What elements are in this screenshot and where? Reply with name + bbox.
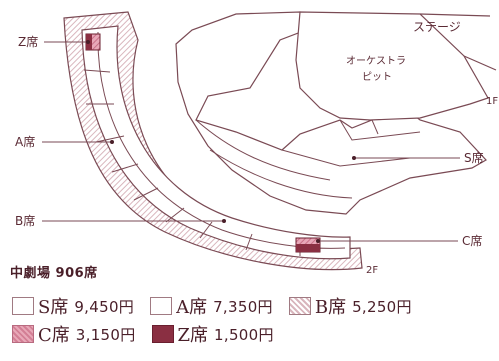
label-c-seat: C席	[462, 233, 482, 248]
leader-a-dot	[110, 140, 114, 144]
legend-price-a: 7,350円	[213, 297, 273, 316]
label-z-seat: Z席	[18, 34, 38, 49]
legend-name-a: A席	[176, 297, 208, 318]
balcony-band	[81, 25, 351, 260]
legend-item-z: Z席 1,500円	[151, 321, 274, 347]
balcony-outer-shell	[63, 11, 363, 271]
label-stage: ステージ	[413, 20, 461, 34]
legend-name-c: C席	[38, 325, 70, 346]
leader-s-dot	[352, 156, 356, 160]
legend-row-1: S席 9,450円 A席 7,350円 B席 5,250円	[12, 292, 412, 320]
legend-price-c: 3,150円	[75, 325, 136, 344]
swatch-a	[150, 297, 173, 315]
label-floor2: 2F	[366, 265, 378, 276]
legend-price-b: 5,250円	[352, 297, 412, 316]
legend-name-b: B席	[314, 297, 347, 318]
leader-b-dot	[222, 219, 226, 223]
swatch-s	[12, 297, 34, 315]
floor1-row-lines	[195, 119, 421, 199]
leader-c-dot	[316, 239, 320, 243]
legend-name-z: Z席	[177, 325, 209, 346]
leader-z-dot	[86, 40, 90, 44]
legend-item-b: B席 5,250円	[288, 293, 412, 319]
price-legend: S席 9,450円 A席 7,350円 B席 5,250円 C席 3,150円 …	[12, 292, 412, 348]
swatch-z	[151, 325, 174, 343]
label-pit-line2: ピット	[362, 71, 392, 83]
z-seat-block-bottom-dark	[296, 244, 320, 252]
label-s-seat: S席	[464, 150, 484, 165]
label-b-seat: B席	[15, 213, 35, 228]
legend-name-s: S席	[38, 297, 69, 318]
venue-capacity: 中劇場 906席	[10, 266, 98, 281]
legend-price-s: 9,450円	[74, 297, 135, 316]
legend-row-2: C席 3,150円 Z席 1,500円	[12, 320, 412, 348]
legend-item-s: S席 9,450円	[12, 293, 134, 319]
label-pit-line1: オーケストラ	[346, 55, 406, 67]
label-a-seat: A席	[15, 134, 35, 149]
legend-item-c: C席 3,150円	[12, 321, 136, 347]
swatch-b	[288, 297, 311, 315]
swatch-c	[12, 325, 34, 343]
label-floor1: 1F	[486, 96, 498, 107]
legend-price-z: 1,500円	[214, 325, 274, 344]
legend-item-a: A席 7,350円	[150, 293, 273, 319]
orchestra-pit	[295, 11, 489, 121]
stage-edge	[419, 13, 497, 71]
